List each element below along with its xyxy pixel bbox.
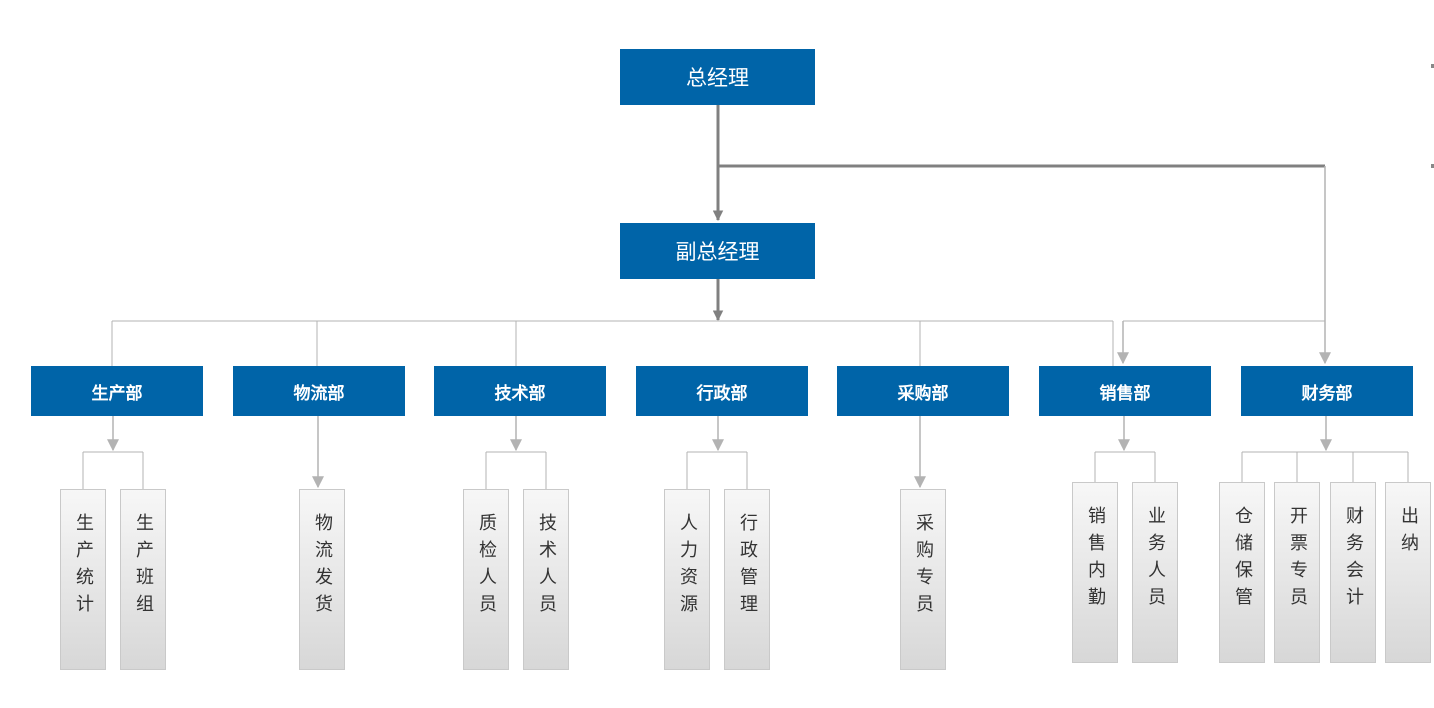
role-label: 出纳	[1398, 506, 1419, 560]
role-box: 技术人员	[523, 489, 569, 670]
role-box: 行政管理	[724, 489, 770, 670]
role-label: 物流发货	[312, 513, 333, 621]
dept-box-procurement: 采购部	[837, 366, 1009, 416]
deputy-manager-label: 副总经理	[675, 240, 760, 264]
dept-box-sales: 销售部	[1039, 366, 1211, 416]
role-box: 出纳	[1385, 482, 1431, 663]
deputy-manager-box: 副总经理	[620, 223, 815, 279]
role-box: 业务人员	[1132, 482, 1178, 663]
dept-box-administration: 行政部	[636, 366, 808, 416]
role-label: 行政管理	[737, 513, 758, 621]
dept-box-logistics: 物流部	[233, 366, 405, 416]
dept-label: 采购部	[897, 383, 949, 404]
role-box: 生产班组	[120, 489, 166, 670]
role-label: 人力资源	[677, 513, 698, 621]
dept-label: 行政部	[696, 383, 748, 404]
role-box: 质检人员	[463, 489, 509, 670]
dept-label: 生产部	[91, 383, 143, 404]
role-box: 物流发货	[299, 489, 345, 670]
role-box: 财务会计	[1330, 482, 1376, 663]
role-box: 销售内勤	[1072, 482, 1118, 663]
role-box: 采购专员	[900, 489, 946, 670]
role-box: 人力资源	[664, 489, 710, 670]
role-label: 财务会计	[1343, 506, 1364, 614]
edge-mark	[1431, 164, 1434, 168]
dept-label: 财务部	[1301, 383, 1353, 404]
dept-box-finance: 财务部	[1241, 366, 1413, 416]
general-manager-label: 总经理	[686, 66, 749, 90]
role-label: 生产统计	[73, 513, 94, 621]
role-box: 仓储保管	[1219, 482, 1265, 663]
role-label: 仓储保管	[1232, 506, 1253, 614]
general-manager-box: 总经理	[620, 49, 815, 105]
dept-label: 物流部	[293, 383, 345, 404]
role-box: 开票专员	[1274, 482, 1320, 663]
role-box: 生产统计	[60, 489, 106, 670]
dept-box-technology: 技术部	[434, 366, 606, 416]
dept-label: 技术部	[494, 383, 546, 404]
role-label: 采购专员	[913, 513, 934, 621]
role-label: 业务人员	[1145, 506, 1166, 614]
role-label: 技术人员	[536, 513, 557, 621]
role-label: 生产班组	[133, 513, 154, 621]
role-label: 销售内勤	[1085, 506, 1106, 614]
role-label: 质检人员	[476, 513, 497, 621]
dept-box-production: 生产部	[31, 366, 203, 416]
role-label: 开票专员	[1287, 506, 1308, 614]
edge-mark	[1431, 64, 1434, 68]
dept-label: 销售部	[1099, 383, 1151, 404]
